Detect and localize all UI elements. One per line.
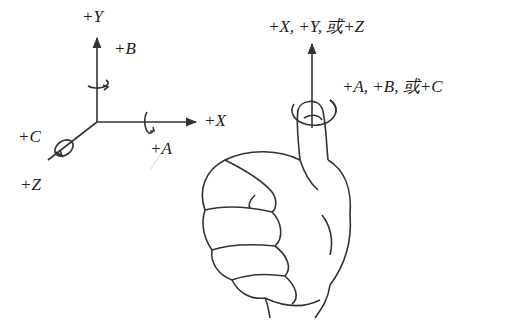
thumb-rule-hand	[202, 44, 350, 318]
axis-label: +Y	[82, 8, 103, 27]
axis-label: +Z	[20, 176, 41, 195]
axis-label: +X	[204, 112, 226, 131]
axis-list-label: +A, +B, 或+C	[342, 78, 443, 97]
axis-label: +A	[150, 140, 172, 159]
axes	[48, 38, 196, 170]
axis-label: +C	[18, 128, 41, 147]
axis-label: +B	[114, 40, 136, 59]
axis-list-label: +X, +Y, 或+Z	[268, 18, 364, 37]
